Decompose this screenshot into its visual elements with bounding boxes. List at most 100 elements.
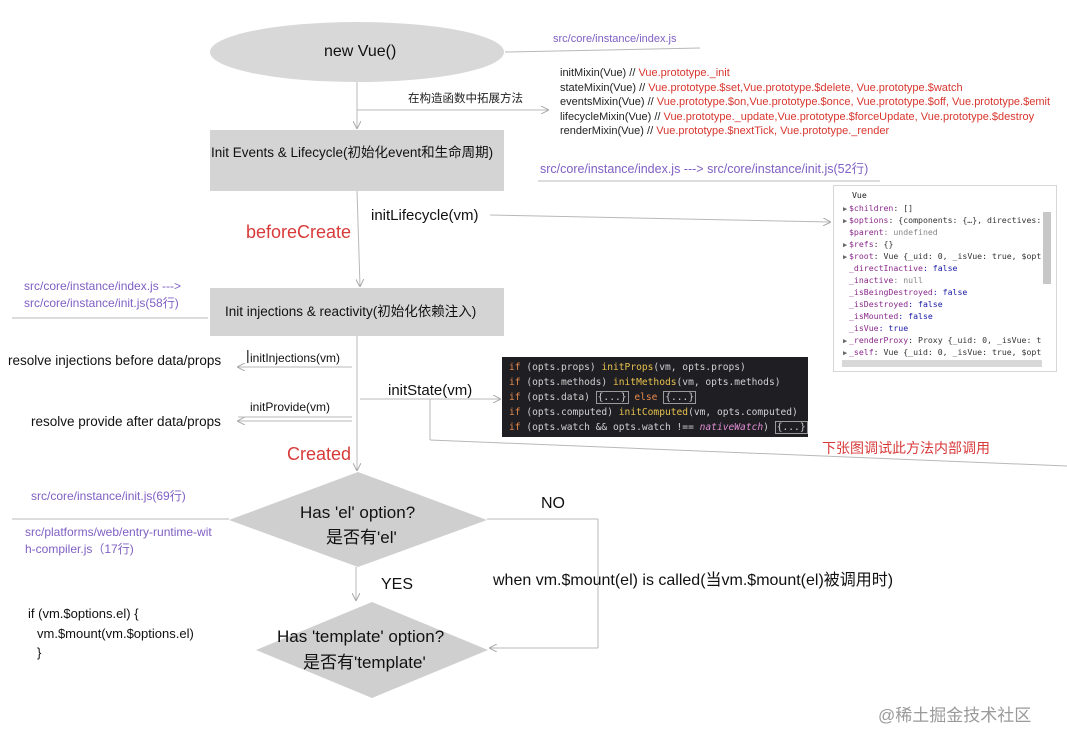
devtools-row: _isBeingDestroyed: false: [834, 286, 1056, 298]
devtools-key: _isBeingDestroyed: [849, 287, 933, 297]
devtools-value: : true: [878, 323, 909, 333]
devtools-title: Vue: [852, 190, 867, 200]
has-el-diamond: [229, 472, 487, 567]
mixin-list: initMixin(Vue) // Vue.prototype._init st…: [560, 66, 1050, 139]
new-vue-ellipse: [210, 22, 504, 82]
expand-arrow-icon[interactable]: ▶: [843, 253, 848, 261]
has-template-diamond: [256, 602, 488, 698]
devtools-rows: ▶$children: []▶$options: {components: {……: [834, 202, 1056, 358]
devtools-row: _isMounted: false: [834, 310, 1056, 322]
mount-code-3: }: [37, 645, 42, 660]
expand-arrow-icon[interactable]: ▶: [843, 337, 848, 345]
devtools-row: _directInactive: false: [834, 262, 1056, 274]
devtools-row[interactable]: ▶_renderProxy: Proxy {_uid: 0, _isVue: t: [834, 334, 1056, 346]
mount-code-1: if (vm.$options.el) {: [28, 606, 139, 621]
path-underline: [504, 47, 701, 53]
expand-arrow-icon[interactable]: ▶: [843, 241, 848, 249]
init-state-label: initState(vm): [388, 382, 473, 399]
mixin-line: renderMixin(Vue) // Vue.prototype.$nextT…: [560, 125, 890, 137]
created-label: Created: [287, 444, 352, 464]
path-index-to-init-52: src/core/instance/index.js ---> src/core…: [540, 162, 869, 176]
devtools-key: _self: [849, 347, 874, 357]
devtools-key: $root: [849, 251, 874, 261]
mixin-line: lifecycleMixin(Vue) // Vue.prototype._up…: [560, 110, 1035, 123]
devtools-value: : false: [908, 299, 943, 309]
devtools-value: : Proxy {_uid: 0, _isVue: t: [908, 335, 1042, 345]
init-events-label: Init Events & Lifecycle(初始化event和生命周期): [211, 145, 494, 160]
devtools-key: _isVue: [849, 323, 879, 333]
has-template-label-2: 是否有'template': [303, 653, 426, 672]
devtools-row[interactable]: ▶$refs: {}: [834, 238, 1056, 250]
flow-line: [357, 190, 360, 286]
resolve-after-label: resolve provide after data/props: [31, 414, 221, 429]
devtools-value: : false: [932, 287, 968, 297]
devtools-key: $options: [849, 215, 889, 225]
path-entry-runtime-1: src/platforms/web/entry-runtime-wit: [25, 525, 212, 539]
mixin-line: eventsMixin(Vue) // Vue.prototype.$on,Vu…: [560, 96, 1051, 108]
init-lifecycle-arrow: [489, 214, 830, 222]
resolve-before-label: resolve injections before data/props: [8, 353, 222, 368]
has-el-label-1: Has 'el' option?: [300, 503, 416, 522]
init-injections-call-label: initInjections(vm): [250, 351, 341, 365]
devtools-value: : {components: {…}, directives:: [888, 215, 1042, 225]
code-line: if (opts.computed) initComputed(vm, opts…: [509, 407, 798, 418]
devtools-value: : Vue {_uid: 0, _isVue: true, $opt: [873, 251, 1042, 261]
has-el-label-2: 是否有'el': [326, 528, 397, 547]
devtools-value: : []: [893, 203, 914, 213]
mixin-line: stateMixin(Vue) // Vue.prototype.$set,Vu…: [560, 81, 963, 94]
path-index-to-init-58-2: src/core/instance/init.js(58行): [24, 296, 179, 310]
devtools-scrollbar[interactable]: [1043, 212, 1051, 284]
devtools-value: : null: [893, 275, 923, 285]
init-injections-label: Init injections & reactivity(初始化依赖注入): [225, 304, 477, 319]
path-init-69: src/core/instance/init.js(69行): [31, 489, 186, 503]
devtools-hscrollbar[interactable]: [842, 360, 1042, 367]
code-line: if (opts.watch && opts.watch !== nativeW…: [509, 421, 808, 434]
devtools-row: _isDestroyed: false: [834, 298, 1056, 310]
mount-note: when vm.$mount(el) is called(当vm.$mount(…: [493, 572, 894, 589]
devtools-value: : {}: [873, 239, 894, 249]
devtools-key: _isDestroyed: [849, 299, 909, 309]
devtools-key: $children: [849, 203, 894, 213]
init-injections-box: [210, 288, 504, 336]
devtools-row[interactable]: ▶$options: {components: {…}, directives:: [834, 214, 1056, 226]
debug-note-line: [429, 439, 1067, 467]
devtools-key: _inactive: [849, 275, 894, 285]
init-state-code-snippet: if (opts.props) initProps(vm, opts.props…: [502, 357, 808, 437]
has-template-label-1: Has 'template' option?: [277, 627, 445, 646]
path-index-to-init-58-1: src/core/instance/index.js --->: [24, 279, 182, 293]
new-vue-label: new Vue(): [324, 43, 397, 60]
devtools-row[interactable]: ▶_self: Vue {_uid: 0, _isVue: true, $opt: [834, 346, 1056, 358]
devtools-value: : Vue {_uid: 0, _isVue: true, $opt: [873, 347, 1042, 357]
devtools-key: _renderProxy: [849, 335, 909, 345]
devtools-row: _inactive: null: [834, 274, 1056, 286]
code-line: if (opts.data) {...} else {...}: [509, 391, 697, 404]
init-events-box: [210, 130, 504, 191]
mixin-line: initMixin(Vue) // Vue.prototype._init: [560, 67, 730, 79]
code-line: if (opts.methods) initMethods(vm, opts.m…: [509, 377, 781, 388]
devtools-vue-inspector: Vue ▶$children: []▶$options: {components…: [833, 185, 1057, 372]
code-line: if (opts.props) initProps(vm, opts.props…: [509, 362, 746, 373]
expand-arrow-icon[interactable]: ▶: [843, 217, 848, 225]
expand-arrow-icon[interactable]: ▶: [843, 205, 848, 213]
path-index-js: src/core/instance/index.js: [553, 33, 677, 45]
init-provide-label: initProvide(vm): [250, 400, 331, 414]
cursor-mark: |: [246, 347, 250, 363]
devtools-key: _directInactive: [849, 263, 923, 273]
expand-arrow-icon[interactable]: ▶: [843, 349, 848, 357]
yes-label: YES: [381, 576, 414, 593]
devtools-key: $refs: [849, 239, 874, 249]
devtools-row[interactable]: ▶$root: Vue {_uid: 0, _isVue: true, $opt: [834, 250, 1056, 262]
devtools-row[interactable]: ▶$children: []: [834, 202, 1056, 214]
path-entry-runtime-2: h-compiler.js（17行): [25, 542, 134, 556]
constructor-note: 在构造函数中拓展方法: [408, 93, 523, 105]
devtools-value: : false: [922, 263, 958, 273]
devtools-row: $parent: undefined: [834, 226, 1056, 238]
before-create-label: beforeCreate: [246, 222, 352, 242]
devtools-key: $parent: [849, 227, 884, 237]
devtools-key: _isMounted: [849, 311, 899, 321]
mount-code-2: vm.$mount(vm.$options.el): [37, 626, 194, 641]
no-label: NO: [541, 495, 565, 512]
devtools-value: : false: [898, 311, 933, 321]
devtools-row: _isVue: true: [834, 322, 1056, 334]
watermark: @稀土掘金技术社区: [878, 706, 1032, 725]
